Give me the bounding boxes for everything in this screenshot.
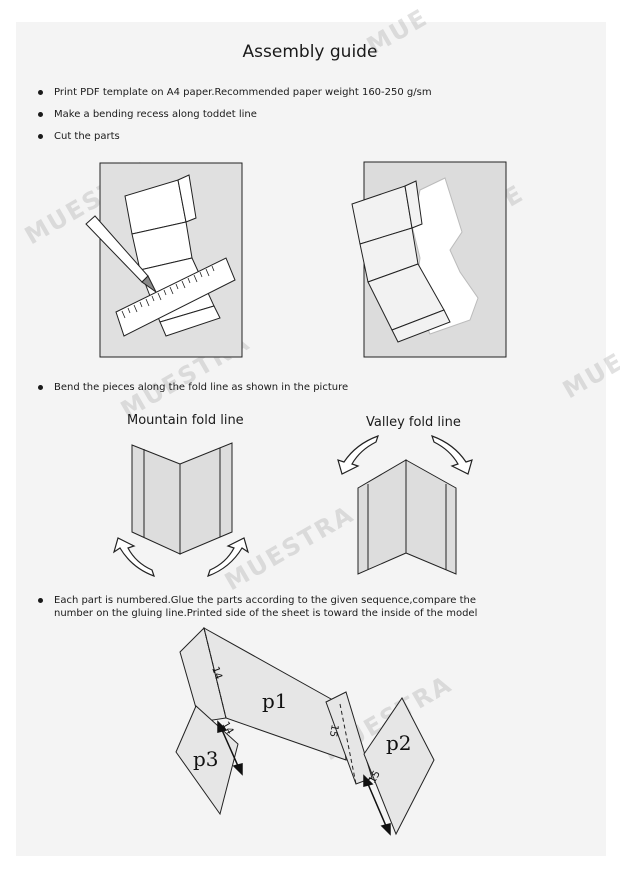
double-arrow-icon [217,720,391,836]
glue-number: 14 [209,665,224,681]
glue-number: 15 [327,723,340,737]
part-p1 [203,627,347,761]
mountain-fold-diagram [131,442,233,555]
part-label-p2: p2 [386,731,412,755]
template-parts [124,174,221,337]
rotate-arrow-icon [112,537,250,577]
valley-fold-diagram [357,459,457,575]
step-cut: Cut the parts [38,130,120,143]
part-label-p1: p1 [262,689,288,713]
ruler-icon [115,257,236,337]
mountain-fold-label: Mountain fold line [127,413,244,428]
step-bend-recess: Make a bending recess along toddet line [38,108,257,121]
rotate-arrow-icon [337,435,473,475]
part-label-p3: p3 [193,747,219,771]
step-fold: Bend the pieces along the fold line as s… [37,381,348,394]
step-print: Print PDF template on A4 paper.Recommend… [38,86,432,99]
page-title: Assembly guide [242,42,378,62]
step-glue: Each part is numbered.Glue the parts acc… [38,594,510,620]
craft-knife-icon [85,215,157,293]
valley-fold-label: Valley fold line [366,415,461,430]
cut-parts [351,180,451,343]
part-p1-tab-right [325,691,373,785]
part-p3 [175,705,239,816]
part-p2 [363,697,435,836]
